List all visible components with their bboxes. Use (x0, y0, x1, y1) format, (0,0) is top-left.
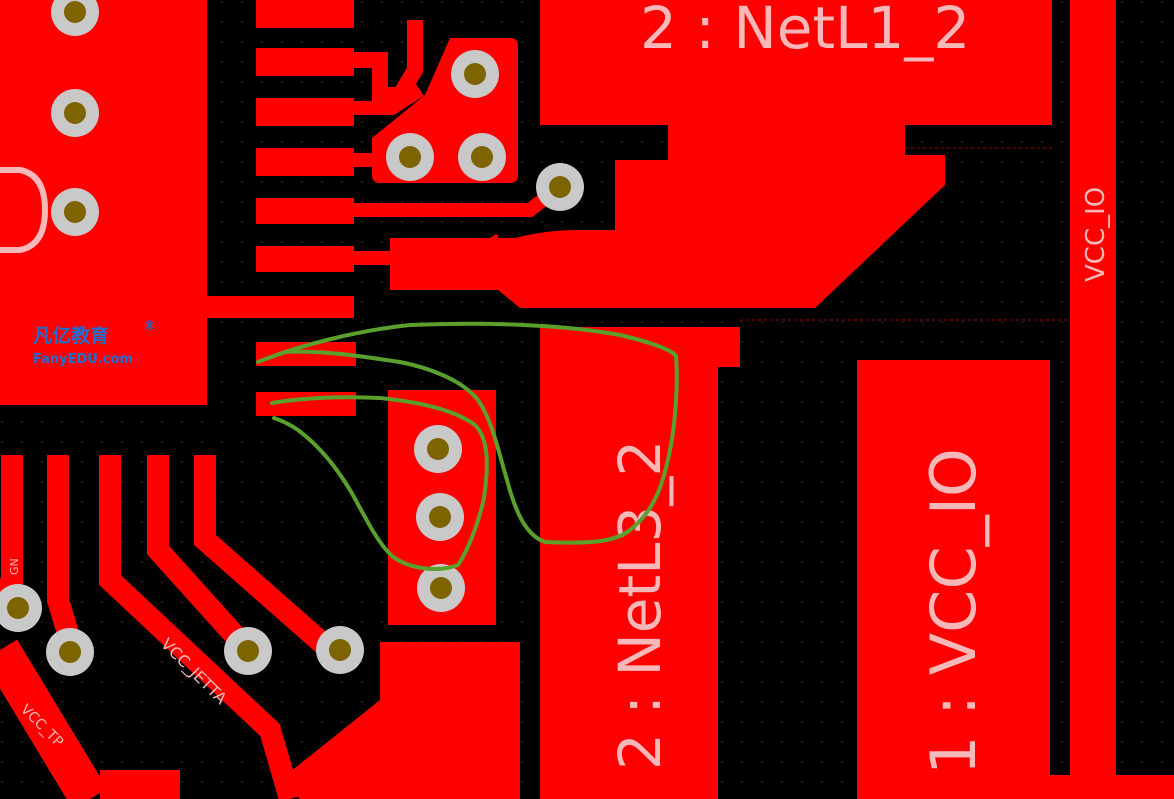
annotation-loop-inner (270, 395, 489, 571)
via (458, 133, 506, 181)
ic-pin (256, 148, 354, 176)
via (414, 425, 462, 473)
ic-pin (256, 246, 354, 272)
corner-watermark (1045, 775, 1174, 799)
brand-logo-cn: 凡亿教育 (33, 324, 109, 347)
via (451, 50, 499, 98)
gnd-fragment-label: GN (8, 558, 21, 575)
left-copper-pour (0, 0, 207, 405)
copper-trace (0, 455, 23, 606)
via-group (0, 0, 584, 676)
brand-logo-en: FanyEDU.com (33, 352, 133, 367)
copper-trace (194, 455, 338, 659)
ic-pin (256, 98, 354, 126)
ic-pin (256, 48, 354, 76)
netl1-label: 2 : NetL1_2 (640, 0, 970, 62)
via (224, 627, 272, 675)
copper-trace (147, 455, 257, 658)
silkscreen-outline (0, 167, 49, 253)
courtyard-outlines (740, 147, 1070, 321)
via (536, 163, 584, 211)
copper-trace (99, 455, 301, 799)
netl1-pad (390, 0, 1052, 308)
copper-trace (0, 639, 108, 799)
netl3-pad (540, 367, 718, 799)
copper-trace (354, 20, 423, 103)
via (46, 628, 94, 676)
brand-logo-registered: ® (143, 319, 156, 334)
via (51, 0, 99, 36)
via (417, 564, 465, 612)
netl3-label: 2 : NetL3_2 (606, 440, 674, 770)
via (386, 133, 434, 181)
ic-pin (256, 198, 354, 224)
copper-trace (354, 84, 424, 115)
copper-trace (47, 455, 81, 644)
via (416, 493, 464, 541)
via (51, 89, 99, 137)
copper-trace (100, 770, 180, 799)
ic-pin (256, 0, 354, 28)
ic-pin (207, 296, 354, 318)
vccio-trace-label: VCC_IO (1081, 187, 1111, 282)
via (0, 584, 42, 632)
annotation-loop-outer (256, 321, 679, 545)
lower-pad (280, 642, 520, 799)
vccio-pad (857, 360, 1050, 799)
netl3-pad (540, 327, 740, 367)
via (51, 188, 99, 236)
vccio-trace-bar (1070, 0, 1116, 799)
vccio-pad-label: 1 : VCC_IO (917, 448, 990, 775)
annotation-scribble (256, 321, 679, 571)
via (316, 626, 364, 674)
